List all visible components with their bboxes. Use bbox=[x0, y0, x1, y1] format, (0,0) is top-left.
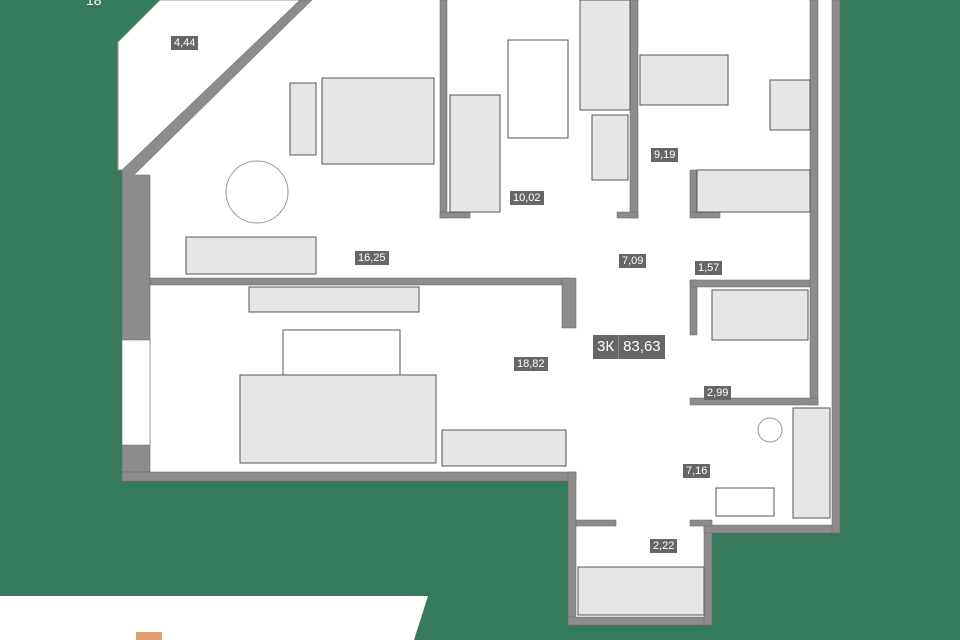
room-area-balcony: 4,44 bbox=[171, 36, 199, 50]
round-stool bbox=[757, 417, 783, 443]
room-area-wardrobe: 2,22 bbox=[650, 539, 678, 553]
room-area-kitchen: 9,19 bbox=[651, 148, 679, 162]
room-area-bathroom: 2,99 bbox=[704, 386, 732, 400]
room-area-toilet: 1,57 bbox=[695, 261, 723, 275]
apartment-type: 3К bbox=[597, 338, 615, 355]
room-area-bedroom: 16,25 bbox=[355, 251, 389, 265]
room-area-kids-room: 10,02 bbox=[510, 191, 544, 205]
room-area-entrance: 7,16 bbox=[683, 464, 711, 478]
room-area-hall: 7,09 bbox=[619, 254, 647, 268]
total-area-badge: 3К 83,63 bbox=[593, 335, 665, 359]
corner-text: 18 bbox=[86, 0, 102, 8]
furniture bbox=[185, 0, 831, 616]
logo-mark bbox=[136, 632, 162, 640]
round-rug bbox=[225, 160, 289, 224]
bottom-banner bbox=[0, 596, 428, 640]
total-area: 83,63 bbox=[618, 335, 665, 359]
room-area-living-room: 18,82 bbox=[514, 357, 548, 371]
